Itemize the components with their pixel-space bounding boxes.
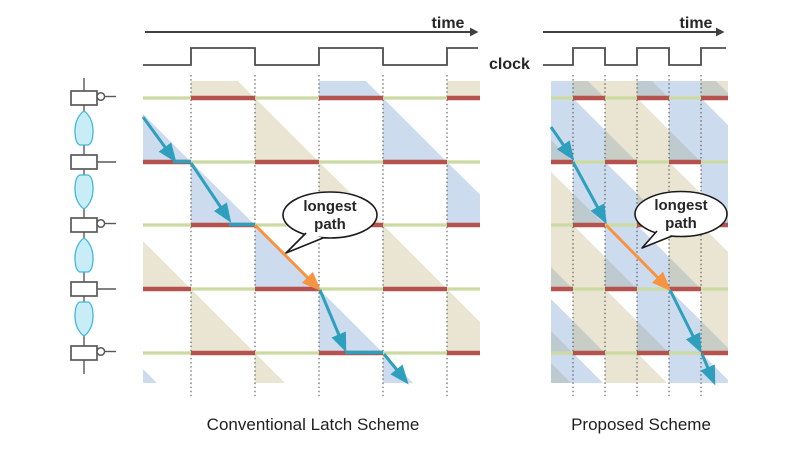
latch-pipeline-circuit <box>70 78 116 374</box>
signal-path-arrow <box>571 161 607 225</box>
wave-region-tan <box>447 81 480 98</box>
latch-box <box>70 281 98 297</box>
wave-region-blue <box>319 289 383 353</box>
time-arrowhead-icon <box>470 27 479 37</box>
clock-waveform <box>143 47 478 66</box>
wave-region-blue <box>191 162 255 225</box>
wave-region-tan <box>669 225 728 289</box>
wave-region-blue <box>669 98 728 162</box>
wave-region-tan <box>447 289 480 353</box>
caption-proposed: Proposed Scheme <box>571 415 711 434</box>
wave-region-blue <box>637 289 728 353</box>
bubble-text-line2: path <box>314 216 346 233</box>
clock-label: clock <box>489 56 530 73</box>
wave-region-tan <box>605 98 701 162</box>
signal-path-arrow <box>141 116 177 163</box>
latch-box <box>70 90 98 106</box>
bubble-text-line1: longest <box>303 198 356 215</box>
logic-gate-down-icon <box>74 174 94 210</box>
clock-waveform <box>543 47 726 66</box>
signal-path-arrow <box>382 353 409 385</box>
wave-region-tan <box>605 353 667 383</box>
wave-region-tan <box>191 289 255 353</box>
signal-path-arrow <box>189 162 232 223</box>
wave-region-blue <box>383 98 447 162</box>
bubble-text-line1: longest <box>654 197 707 214</box>
latch-enable-bubble-icon <box>96 218 106 229</box>
wave-region-blue <box>447 162 480 225</box>
wave-region-tan <box>255 98 319 162</box>
logic-gate-up-icon <box>74 110 94 146</box>
speech-bubble <box>634 190 728 238</box>
wave-region-tan <box>255 353 285 383</box>
wave-region-tan <box>573 81 669 98</box>
longest-path-arrow <box>604 223 672 292</box>
signal-path-arrow <box>549 126 575 161</box>
signal-path-arrow <box>700 353 716 386</box>
time-arrow-right: time <box>543 15 725 37</box>
wave-region-blue <box>551 81 605 98</box>
latch-box <box>70 217 98 233</box>
latch-enable-bubble-icon <box>96 91 106 102</box>
wave-region-blue <box>551 299 605 353</box>
wave-region-blue <box>143 114 191 162</box>
time-arrow-left: time <box>145 15 479 37</box>
caption-conventional: Conventional Latch Scheme <box>207 415 420 434</box>
time-label-left: time <box>432 15 465 32</box>
speech-bubble-tail-outline <box>641 230 673 249</box>
speech-bubble <box>282 191 378 239</box>
wave-region-tan <box>573 289 669 353</box>
wave-region-blue <box>605 225 701 289</box>
wave-region-blue <box>669 353 728 383</box>
wave-region-blue <box>551 267 573 289</box>
speech-bubble-tail <box>642 231 672 248</box>
wave-region-tan <box>701 81 728 98</box>
wave-region-blue <box>319 81 383 98</box>
logic-gate-down-icon <box>74 301 94 337</box>
wave-region-blue <box>551 353 603 383</box>
speech-bubble-tail <box>286 233 323 253</box>
logic-gate-up-icon <box>74 237 94 273</box>
wave-region-tan <box>551 363 571 383</box>
latch-box <box>70 154 98 170</box>
wave-region-tan <box>143 241 191 289</box>
latch-enable-bubble-icon <box>96 346 106 357</box>
wave-region-tan <box>383 225 447 289</box>
bubble-text-line2: path <box>665 215 697 232</box>
speech-bubble-tail-outline <box>285 232 324 254</box>
time-arrowhead-icon <box>716 27 725 37</box>
wave-region-blue <box>637 81 728 98</box>
wave-region-tan <box>701 289 728 353</box>
wave-region-tan <box>551 331 573 353</box>
signal-path-arrow <box>318 289 347 353</box>
wave-region-blue <box>143 369 157 383</box>
wave-region-tan <box>191 81 255 98</box>
signal-path-arrow <box>668 289 702 354</box>
time-label-right: time <box>680 15 713 32</box>
latch-box <box>70 345 98 361</box>
longest-path-arrow <box>253 223 322 292</box>
